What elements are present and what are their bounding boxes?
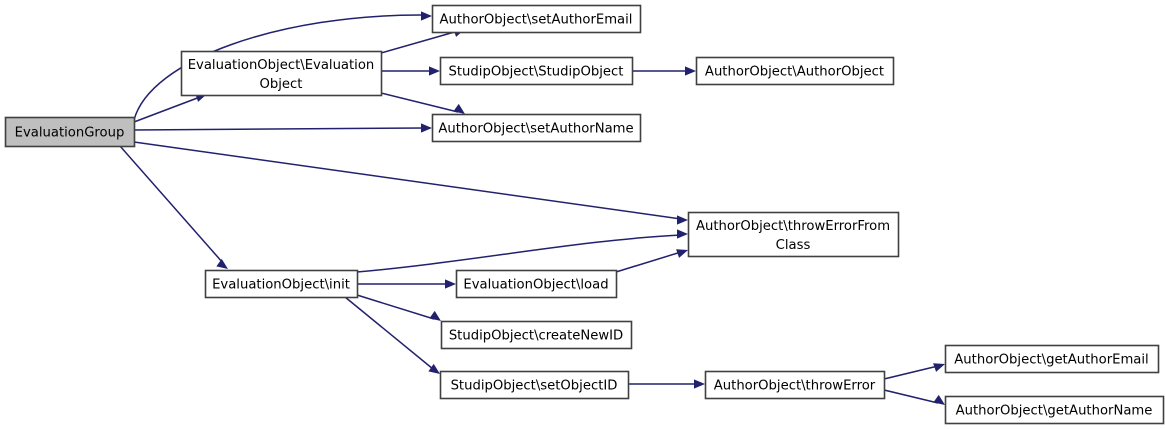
edge-line — [344, 296, 434, 370]
node-authorobject-throwerror[interactable]: AuthorObject\throwError — [704, 370, 886, 400]
edge-evaluationobject-init-to-evaluationobject-load — [357, 279, 456, 289]
edge-line — [356, 234, 682, 273]
node-evaluationobject-init[interactable]: EvaluationObject\init — [204, 269, 359, 299]
arrow-head-icon — [677, 229, 688, 239]
arrow-head-icon — [428, 363, 440, 374]
edge-line — [133, 127, 426, 131]
node-box[interactable] — [440, 320, 633, 350]
edge-studipobject-setobjectid-to-authorobject-throwerror — [628, 379, 705, 389]
node-studipobject-createnewid[interactable]: StudipObject\createNewID — [440, 320, 633, 350]
node-evaluationobject-load[interactable]: EvaluationObject\load — [455, 269, 618, 299]
node-box[interactable] — [687, 211, 900, 258]
arrow-head-icon — [676, 249, 688, 258]
edge-evaluationobject-evaluationobject-to-authorobject-setauthorname — [380, 92, 465, 114]
node-box[interactable] — [180, 50, 383, 97]
node-studipobject-studipobject[interactable]: StudipObject\StudipObject — [439, 56, 634, 86]
edge-studipobject-studipobject-to-authorobject-authorobject — [632, 66, 696, 76]
node-box[interactable] — [455, 269, 618, 299]
arrow-head-icon — [421, 11, 432, 21]
node-box[interactable] — [4, 116, 136, 148]
node-authorobject-setauthoremail[interactable]: AuthorObject\setAuthorEmail — [431, 4, 642, 34]
edge-layer — [119, 11, 945, 405]
edge-line — [356, 294, 435, 320]
node-box[interactable] — [439, 370, 630, 400]
edge-evaluationobject-init-to-authorobject-throwerrorfromclass — [356, 229, 688, 273]
arrow-head-icon — [445, 279, 456, 289]
node-authorobject-authorobject[interactable]: AuthorObject\AuthorObject — [695, 56, 895, 86]
edge-line — [119, 145, 224, 264]
edge-authorobject-throwerror-to-authorobject-getauthorname — [883, 389, 945, 405]
edge-evaluationgroup-to-authorobject-throwerrorfromclass — [133, 141, 688, 225]
edge-line — [883, 389, 939, 404]
arrow-head-icon — [421, 123, 432, 133]
edge-line — [133, 14, 426, 121]
node-evaluationgroup[interactable]: EvaluationGroup — [4, 116, 136, 148]
edge-evaluationobject-init-to-studipobject-setobjectid — [344, 296, 440, 374]
node-box[interactable] — [704, 370, 886, 400]
arrow-head-icon — [933, 363, 945, 372]
arrow-head-icon — [216, 258, 228, 269]
edge-evaluationgroup-to-evaluationobject-init — [119, 145, 228, 269]
arrow-head-icon — [429, 310, 441, 321]
edge-evaluationgroup-to-authorobject-setauthoremail — [133, 11, 432, 121]
edge-line — [883, 365, 939, 380]
arrow-head-icon — [694, 379, 705, 389]
node-box[interactable] — [204, 269, 359, 299]
node-box[interactable] — [431, 4, 642, 34]
node-authorobject-getauthoremail[interactable]: AuthorObject\getAuthorEmail — [944, 344, 1160, 374]
node-box[interactable] — [944, 395, 1165, 425]
node-box[interactable] — [431, 113, 642, 143]
node-authorobject-setauthorname[interactable]: AuthorObject\setAuthorName — [431, 113, 642, 143]
edge-evaluationobject-load-to-authorobject-throwerrorfromclass — [615, 249, 688, 273]
node-evaluationobject-evaluationobject[interactable]: EvaluationObject\EvaluationObject — [180, 50, 383, 97]
node-box[interactable] — [695, 56, 895, 86]
edge-line — [380, 30, 459, 54]
arrow-head-icon — [677, 215, 688, 225]
edge-evaluationobject-init-to-studipobject-createnewid — [356, 294, 441, 321]
node-authorobject-getauthorname[interactable]: AuthorObject\getAuthorName — [944, 395, 1165, 425]
edge-line — [133, 141, 682, 220]
arrow-head-icon — [685, 66, 696, 76]
arrow-head-icon — [933, 394, 945, 405]
edge-evaluationobject-evaluationobject-to-studipobject-studipobject — [381, 66, 440, 76]
edge-line — [133, 96, 201, 123]
arrow-head-icon — [429, 66, 440, 76]
edge-authorobject-throwerror-to-authorobject-getauthoremail — [883, 363, 945, 380]
node-box[interactable] — [944, 344, 1160, 374]
edge-line — [615, 251, 682, 273]
edge-evaluationgroup-to-authorobject-setauthorname — [133, 123, 432, 133]
edge-line — [380, 92, 459, 113]
node-studipobject-setobjectid[interactable]: StudipObject\setObjectID — [439, 370, 630, 400]
node-box[interactable] — [439, 56, 634, 86]
arrow-head-icon — [453, 103, 465, 114]
